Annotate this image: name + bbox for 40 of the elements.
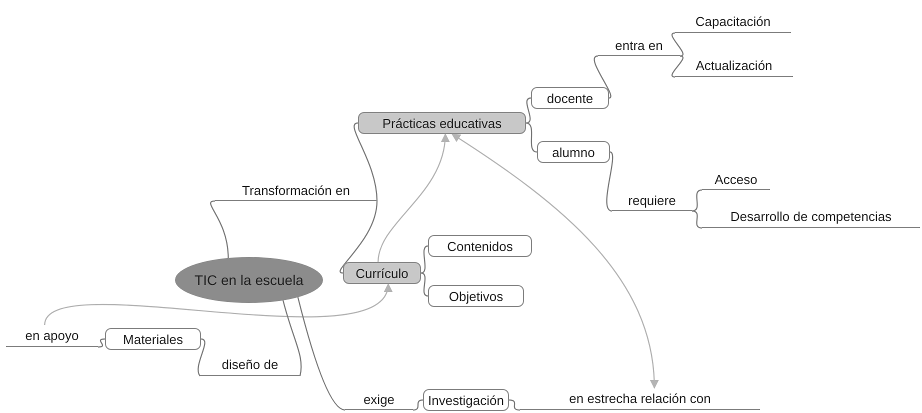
topic-ellipse: TIC en la escuela bbox=[175, 257, 323, 303]
connector-line bbox=[420, 272, 428, 297]
underlined-topic: entra en bbox=[598, 36, 680, 56]
connector-line bbox=[98, 338, 106, 348]
underlined-topic: requiere bbox=[612, 190, 692, 211]
connector-line bbox=[210, 200, 229, 258]
connector-line bbox=[606, 152, 614, 212]
arrow bbox=[451, 134, 658, 389]
topic-box: docente bbox=[531, 87, 609, 109]
topic-box: Contenidos bbox=[428, 235, 532, 257]
connector-line bbox=[508, 399, 520, 411]
connector-line bbox=[340, 200, 378, 274]
underlined-topic: diseño de bbox=[200, 354, 300, 376]
connector-line bbox=[672, 32, 684, 57]
underlined-topic: en apoyo bbox=[6, 325, 98, 347]
underlined-topic: en estrecha relación con bbox=[520, 388, 760, 410]
connector-line bbox=[420, 245, 428, 274]
connector-line bbox=[692, 189, 702, 212]
topic-box: Currículo bbox=[343, 262, 421, 284]
topic-box: Prácticas educativas bbox=[358, 112, 526, 134]
underlined-topic: Acceso bbox=[702, 169, 770, 190]
connector-line bbox=[526, 122, 538, 153]
topic-box: Materiales bbox=[105, 328, 201, 350]
underlined-topic: Actualización bbox=[675, 55, 793, 77]
arrow bbox=[378, 133, 450, 262]
underlined-topic: Desarrollo de competencias bbox=[702, 206, 920, 228]
topic-box: alumno bbox=[537, 141, 610, 163]
connector-line bbox=[672, 55, 684, 78]
connector-line bbox=[412, 399, 424, 411]
connector-line bbox=[198, 338, 206, 376]
connector-line bbox=[282, 300, 302, 376]
underlined-topic: exige bbox=[345, 389, 413, 410]
underlined-topic: Capacitación bbox=[675, 11, 791, 33]
connector-line bbox=[297, 296, 346, 411]
topic-box: Investigación bbox=[423, 389, 509, 411]
connector-line bbox=[526, 97, 532, 124]
underlined-topic: Transformación en bbox=[215, 181, 377, 201]
connector-line bbox=[692, 210, 702, 229]
arrow bbox=[44, 283, 390, 326]
topic-box: Objetivos bbox=[428, 285, 524, 307]
